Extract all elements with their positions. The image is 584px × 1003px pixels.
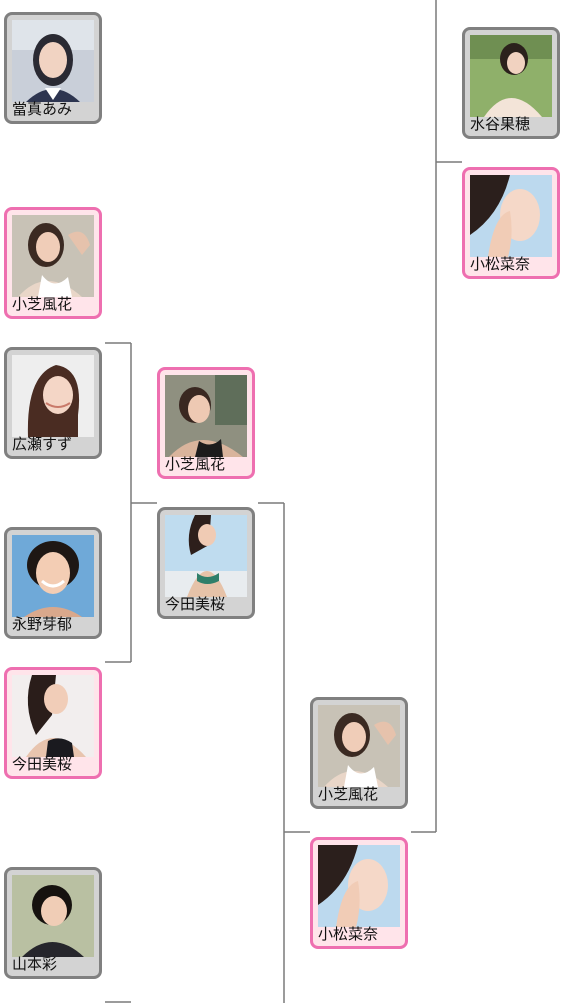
portrait-photo xyxy=(318,705,400,787)
portrait-photo xyxy=(12,215,94,297)
bracket-card-komatsu-nana-r4[interactable]: 小松菜奈 xyxy=(462,167,560,279)
portrait-photo xyxy=(12,355,94,437)
bracket-card-nagano-mei[interactable]: 永野芽郁 xyxy=(4,527,102,639)
bracket-card-imada-mio[interactable]: 今田美桜 xyxy=(4,667,102,779)
portrait-photo xyxy=(470,175,552,257)
contestant-name: 小芝風花 xyxy=(165,455,226,473)
bracket-card-hirose-suzu[interactable]: 広瀬すず xyxy=(4,347,102,459)
portrait-photo xyxy=(165,375,247,457)
contestant-name: 水谷果穂 xyxy=(470,115,531,133)
portrait-photo xyxy=(165,515,247,597)
bracket-card-koshiba-fuka-r2[interactable]: 小芝風花 xyxy=(157,367,255,479)
contestant-name: 小松菜奈 xyxy=(470,255,531,273)
bracket-card-mizutani-kaho[interactable]: 水谷果穂 xyxy=(462,27,560,139)
bracket-card-toma-ami[interactable]: 當真あみ xyxy=(4,12,102,124)
bracket-card-imada-mio-r2[interactable]: 今田美桜 xyxy=(157,507,255,619)
bracket-card-koshiba-fuka-r3[interactable]: 小芝風花 xyxy=(310,697,408,809)
contestant-name: 當真あみ xyxy=(12,100,73,118)
contestant-name: 今田美桜 xyxy=(165,595,226,613)
portrait-photo xyxy=(12,20,94,102)
contestant-name: 小松菜奈 xyxy=(318,925,379,943)
portrait-photo xyxy=(12,875,94,957)
portrait-photo xyxy=(318,845,400,927)
contestant-name: 広瀬すず xyxy=(12,435,73,453)
portrait-photo xyxy=(470,35,552,117)
contestant-name: 山本彩 xyxy=(12,955,58,973)
contestant-name: 永野芽郁 xyxy=(12,615,73,633)
portrait-photo xyxy=(12,535,94,617)
bracket-card-yamamoto-sayaka[interactable]: 山本彩 xyxy=(4,867,102,979)
contestant-name: 小芝風花 xyxy=(12,295,73,313)
contestant-name: 今田美桜 xyxy=(12,755,73,773)
bracket-card-komatsu-nana[interactable]: 小松菜奈 xyxy=(310,837,408,949)
portrait-photo xyxy=(12,675,94,757)
bracket-card-koshiba-fuka[interactable]: 小芝風花 xyxy=(4,207,102,319)
contestant-name: 小芝風花 xyxy=(318,785,379,803)
